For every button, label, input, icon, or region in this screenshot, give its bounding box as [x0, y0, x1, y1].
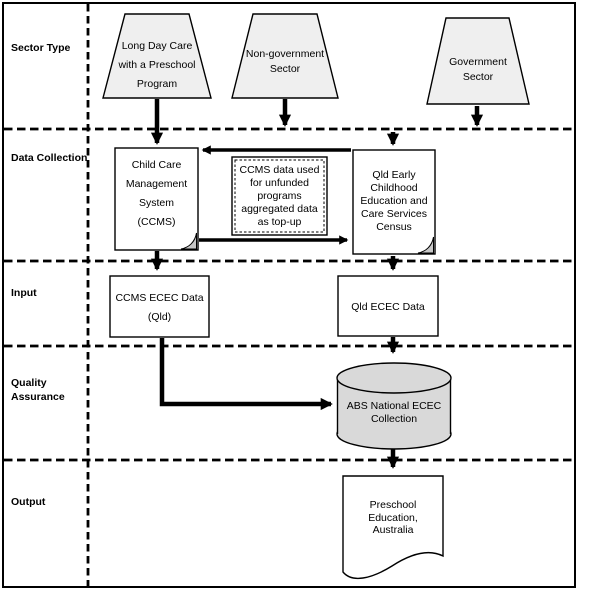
- folded-corner-icon: [417, 236, 434, 254]
- document-preschool-education: [342, 475, 444, 580]
- document-qld-census: [352, 149, 436, 255]
- box-ccms-topup-inner-dashed: [234, 159, 325, 233]
- node-line: Qld Early: [372, 169, 416, 181]
- node-line: (Qld): [147, 311, 172, 323]
- node-line: Child Care: [131, 159, 182, 171]
- node-line: Management: [125, 178, 188, 190]
- trapezoid-long-day-care: [102, 13, 212, 99]
- node-line: as top-up: [257, 216, 302, 228]
- node-line: Program: [136, 78, 178, 90]
- node-ccms: Child Care Management System (CCMS): [115, 156, 198, 232]
- lane-separators: [4, 4, 574, 586]
- node-line: CCMS ECEC Data: [115, 292, 204, 304]
- node-long-day-care: Long Day Care with a Preschool Program: [103, 37, 211, 94]
- node-line: Preschool: [369, 499, 417, 511]
- node-government: Government Sector: [427, 55, 529, 85]
- node-line: Care Services: [361, 208, 427, 220]
- folded-corner-icon: [180, 232, 197, 250]
- node-line: ABS National ECEC: [346, 400, 442, 412]
- node-line: Education and: [360, 195, 428, 207]
- node-line: Australia: [372, 524, 414, 536]
- node-line: programs: [257, 190, 302, 202]
- node-line: System: [138, 197, 174, 209]
- node-line: CCMS data used: [239, 164, 320, 176]
- node-line: Collection: [370, 413, 418, 425]
- box-ccms-topup-outer: [231, 156, 328, 236]
- lane-label-output: Output: [11, 496, 46, 508]
- arrows: [150, 99, 484, 469]
- node-line: Sector: [462, 71, 494, 83]
- document-ccms: [114, 147, 199, 251]
- node-qld-ecec-data: Qld ECEC Data: [338, 301, 438, 314]
- node-line: Education,: [368, 511, 418, 524]
- cylinder-abs-collection: [336, 362, 452, 450]
- document-qld-census-body: [352, 149, 436, 255]
- node-ccms-topup: CCMS data used for unfunded programs agg…: [233, 164, 326, 229]
- lane-label-quality-assurance: Quality Assurance: [11, 377, 65, 403]
- node-line: aggregated data: [241, 203, 318, 215]
- cylinder-top: [336, 362, 452, 394]
- node-line: with a Preschool: [118, 59, 196, 71]
- diagram-frame: [2, 2, 576, 588]
- node-line: (CCMS): [137, 216, 176, 228]
- document-ccms-body: [114, 147, 199, 251]
- node-line: Non-government: [245, 48, 325, 60]
- node-line: Census: [376, 221, 412, 233]
- node-line: Childhood: [370, 182, 418, 194]
- trapezoid-government: [426, 17, 530, 105]
- node-abs-collection: ABS National ECEC Collection: [341, 400, 447, 426]
- node-ccms-ecec-data: CCMS ECEC Data (Qld): [110, 289, 209, 327]
- node-line: Government: [449, 56, 507, 68]
- box-ccms-topup: [231, 156, 328, 236]
- node-preschool-education: Preschool Education, Australia: [343, 499, 443, 537]
- node-line: Long Day Care: [121, 40, 193, 52]
- box-ccms-ecec-data: [109, 275, 210, 338]
- arrow-ccms-ecec-to-abs: [159, 338, 333, 411]
- node-non-government: Non-government Sector: [232, 47, 338, 77]
- node-line: for unfunded: [250, 177, 309, 189]
- lane-label-data-collection: Data Collection: [11, 152, 88, 164]
- node-qld-census: Qld Early Childhood Education and Care S…: [353, 169, 435, 234]
- node-line: Qld ECEC Data: [351, 301, 425, 313]
- box-qld-ecec-data: [337, 275, 439, 337]
- node-line: Sector: [269, 63, 301, 75]
- lane-label-input: Input: [11, 287, 37, 299]
- trapezoid-non-government: [231, 13, 339, 99]
- lane-label-sector-type: Sector Type: [11, 42, 71, 54]
